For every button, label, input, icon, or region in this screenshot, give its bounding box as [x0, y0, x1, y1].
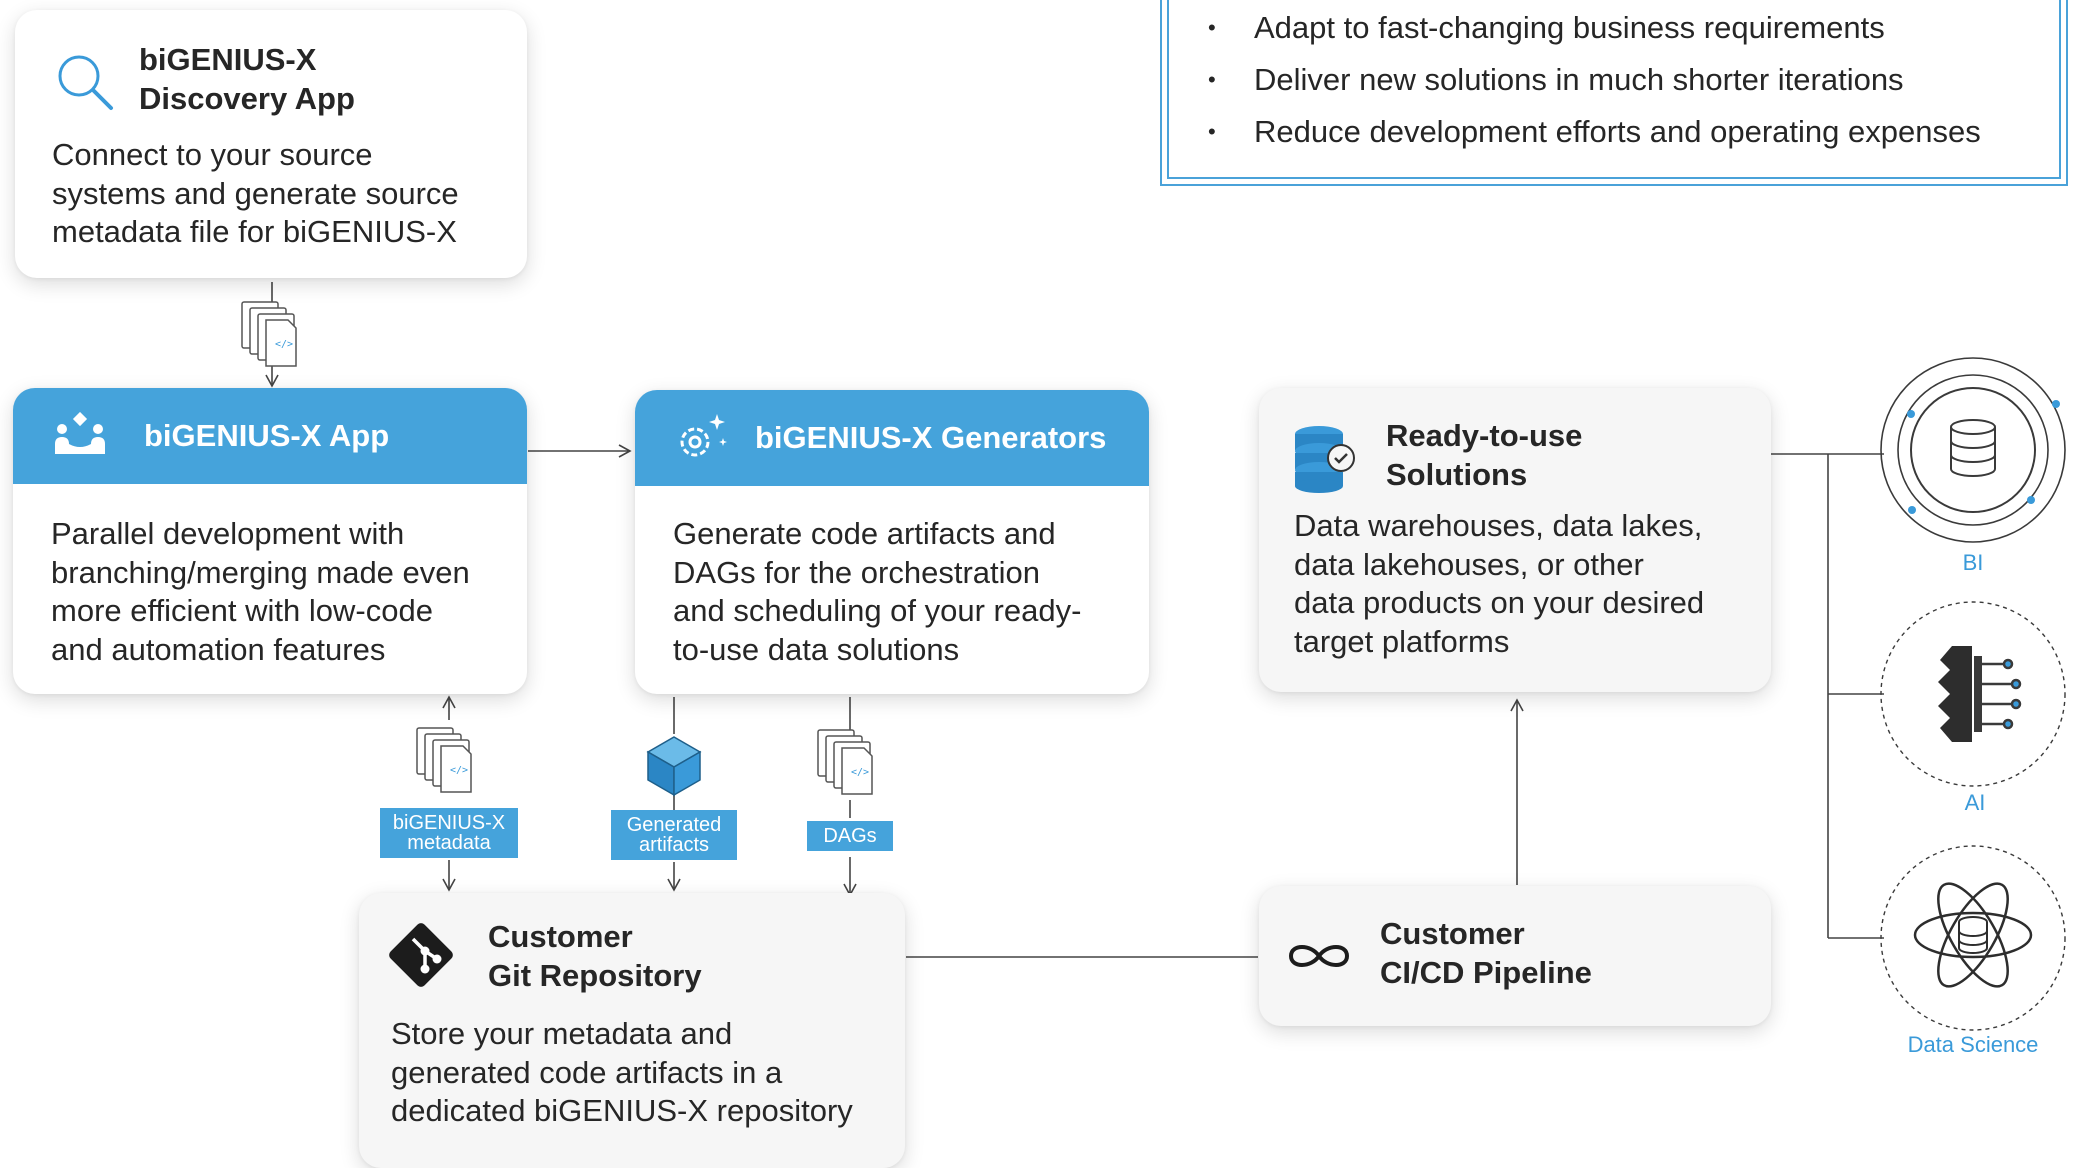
git-title: Customer Git Repository [488, 917, 702, 995]
generators-title: biGENIUS-X Generators [755, 420, 1107, 455]
brain-circuit-icon [1938, 646, 1982, 742]
benefit-text: Adapt to fast-changing business requirem… [1254, 10, 1885, 45]
discovery-title: biGENIUS-X Discovery App [139, 40, 355, 118]
generators-card: biGENIUS-X Generators Generate code arti… [635, 390, 1149, 694]
solutions-body-line: Data warehouses, data lakes, [1294, 508, 1703, 543]
bullet: • [1208, 67, 1216, 92]
file-stack-icon: </> [416, 727, 472, 793]
app-body-line: more efficient with low-code [51, 593, 433, 628]
dags-tag-label: DAGs [823, 825, 877, 847]
svg-text:</>: </> [275, 339, 293, 350]
metadata-tag-line: biGENIUS-X [392, 812, 506, 834]
metadata-tag-line: metadata [407, 832, 491, 854]
git-title-line2: Git Repository [488, 958, 702, 993]
benefit-item: • Adapt to fast-changing business require… [1208, 2, 1981, 54]
solutions-body-line: data products on your desired [1294, 585, 1705, 620]
solutions-title-line2: Solutions [1386, 457, 1528, 492]
database-check-icon [1295, 426, 1355, 493]
git-body: Store your metadata and generated code a… [391, 1015, 853, 1131]
artifacts-tag-line: Generated [626, 814, 722, 836]
benefits-list: • Adapt to fast-changing business require… [1208, 2, 1981, 158]
metadata-tag: biGENIUS-X metadata [380, 808, 518, 858]
generators-body-line: DAGs for the orchestration [673, 554, 1040, 590]
generators-body: Generate code artifacts and DAGs for the… [673, 515, 1081, 669]
solutions-card: Ready-to-use Solutions Data warehouses, … [1259, 388, 1771, 692]
search-icon [58, 55, 113, 110]
benefit-item: • Deliver new solutions in much shorter i… [1208, 54, 1981, 106]
bullet: • [1208, 15, 1216, 40]
dags-tag: DAGs [807, 821, 893, 851]
ai-label: AI [1964, 790, 1986, 815]
discovery-app-card: biGENIUS-X Discovery App Connect to your… [15, 10, 527, 278]
file-stack-icon: </> [817, 729, 873, 795]
team-icon [55, 412, 105, 454]
git-card: Customer Git Repository Store your metad… [359, 893, 905, 1168]
generators-body-line: to-use data solutions [673, 631, 960, 667]
discovery-body-line: Connect to your source [52, 137, 373, 172]
app-body-line: branching/merging made even [51, 554, 470, 590]
benefits-inner-border [1167, 0, 2061, 179]
discovery-body-line: metadata file for biGENIUS-X [52, 214, 457, 249]
discovery-body: Connect to your source systems and gener… [52, 136, 459, 252]
infinity-icon [1288, 945, 1350, 967]
solutions-title: Ready-to-use Solutions [1386, 416, 1582, 494]
ai-target [1880, 601, 2066, 787]
svg-text:</>: </> [450, 765, 468, 776]
cicd-title-line2: CI/CD Pipeline [1380, 955, 1592, 990]
file-stack-icon: </> [241, 301, 297, 367]
solutions-body-line: target platforms [1294, 623, 1510, 659]
discovery-body-line: systems and generate source [52, 175, 459, 211]
app-title: biGENIUS-X App [144, 418, 390, 453]
atom-icon [1913, 882, 2033, 988]
database-icon [1950, 419, 1996, 477]
cicd-card: Customer CI/CD Pipeline [1259, 886, 1771, 1026]
generators-card-header: biGENIUS-X Generators [635, 390, 1149, 486]
data-science-label: Data Science [1907, 1032, 2039, 1057]
data-science-target [1880, 845, 2066, 1031]
benefits-box: • Adapt to fast-changing business require… [1160, 0, 2068, 186]
git-body-line: generated code artifacts in a [391, 1054, 783, 1090]
git-icon [389, 923, 453, 987]
discovery-title-line1: biGENIUS-X [139, 42, 317, 77]
git-title-line1: Customer [488, 919, 633, 954]
app-body-line: Parallel development with [51, 516, 405, 551]
app-card-header: biGENIUS-X App [13, 388, 527, 484]
solutions-body-line: data lakehouses, or other [1294, 546, 1644, 582]
git-body-line: Store your metadata and [391, 1016, 733, 1051]
solutions-title-line1: Ready-to-use [1386, 418, 1583, 453]
app-body-line: and automation features [51, 631, 386, 667]
discovery-title-line2: Discovery App [139, 81, 355, 116]
benefit-item: • Reduce development efforts and operatin… [1208, 106, 1981, 158]
cube-icon [646, 736, 702, 797]
generators-body-line: and scheduling of your ready- [673, 593, 1082, 628]
solutions-body: Data warehouses, data lakes, data lakeho… [1294, 507, 1704, 661]
svg-text:</>: </> [851, 767, 869, 778]
cicd-title: Customer CI/CD Pipeline [1380, 914, 1592, 992]
bi-target [1880, 357, 2066, 543]
cicd-title-line1: Customer [1380, 916, 1525, 951]
app-body: Parallel development with branching/merg… [51, 515, 470, 669]
artifacts-tag-line: artifacts [638, 834, 710, 856]
benefit-text: Reduce development efforts and operating… [1254, 114, 1981, 149]
git-body-line: dedicated biGENIUS-X repository [391, 1093, 853, 1128]
artifacts-tag: Generated artifacts [611, 810, 737, 860]
benefit-text: Deliver new solutions in much shorter it… [1254, 62, 1904, 97]
bullet: • [1208, 119, 1216, 144]
bi-label: BI [1962, 550, 1984, 575]
app-card: biGENIUS-X App Parallel development with… [13, 388, 527, 694]
generators-body-line: Generate code artifacts and [673, 516, 1056, 551]
gear-sparkle-icon [680, 414, 727, 457]
